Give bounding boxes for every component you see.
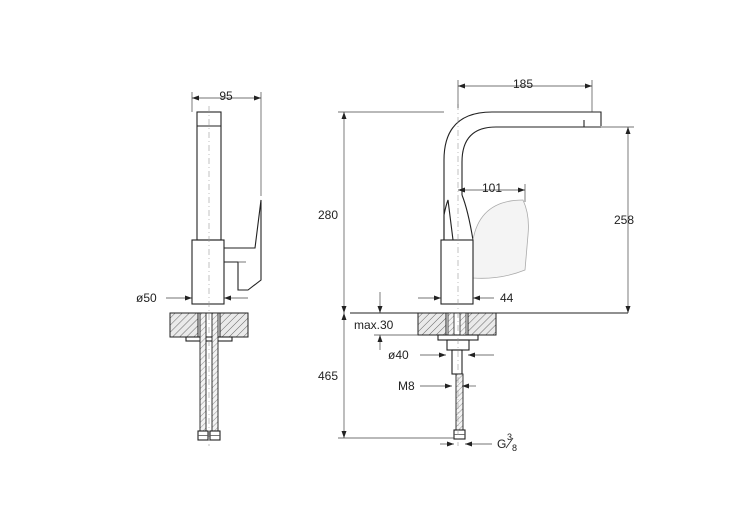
side-body [191, 239, 225, 305]
svg-text:3: 3 [507, 432, 512, 442]
front-hose [455, 373, 464, 431]
side-counter-left [169, 312, 199, 338]
dim-465-label: 465 [318, 369, 338, 383]
front-stud [451, 349, 463, 375]
dim-258-label: 258 [614, 213, 634, 227]
svg-text:G: G [497, 437, 506, 451]
dim-g38-label: G 3 8 [497, 432, 517, 453]
dim-101-label: 101 [482, 181, 502, 195]
side-counter-right [219, 312, 249, 338]
side-hose-right [211, 312, 219, 432]
svg-text:8: 8 [512, 443, 517, 453]
side-hose-left [199, 312, 207, 432]
dim-o50-label: ø50 [136, 291, 157, 305]
front-body [440, 239, 474, 305]
dim-280-label: 280 [318, 208, 338, 222]
dim-m8-label: M8 [398, 379, 415, 393]
side-lever [224, 199, 262, 291]
front-view [338, 80, 634, 447]
front-lever-swing [472, 199, 529, 279]
front-counter-left [417, 312, 447, 336]
dim-o40-label: ø40 [388, 348, 409, 362]
front-counter-right [467, 312, 497, 336]
dim-max30-label: max.30 [354, 318, 394, 332]
dim-185-label: 185 [513, 77, 533, 91]
front-spout-inner [461, 126, 584, 195]
front-lever-right [461, 194, 474, 241]
dim-95-label: 95 [219, 89, 233, 103]
side-view [166, 92, 262, 446]
front-spout-outer [443, 111, 602, 240]
front-lever-left [443, 199, 454, 241]
dim-44-label: 44 [500, 291, 514, 305]
